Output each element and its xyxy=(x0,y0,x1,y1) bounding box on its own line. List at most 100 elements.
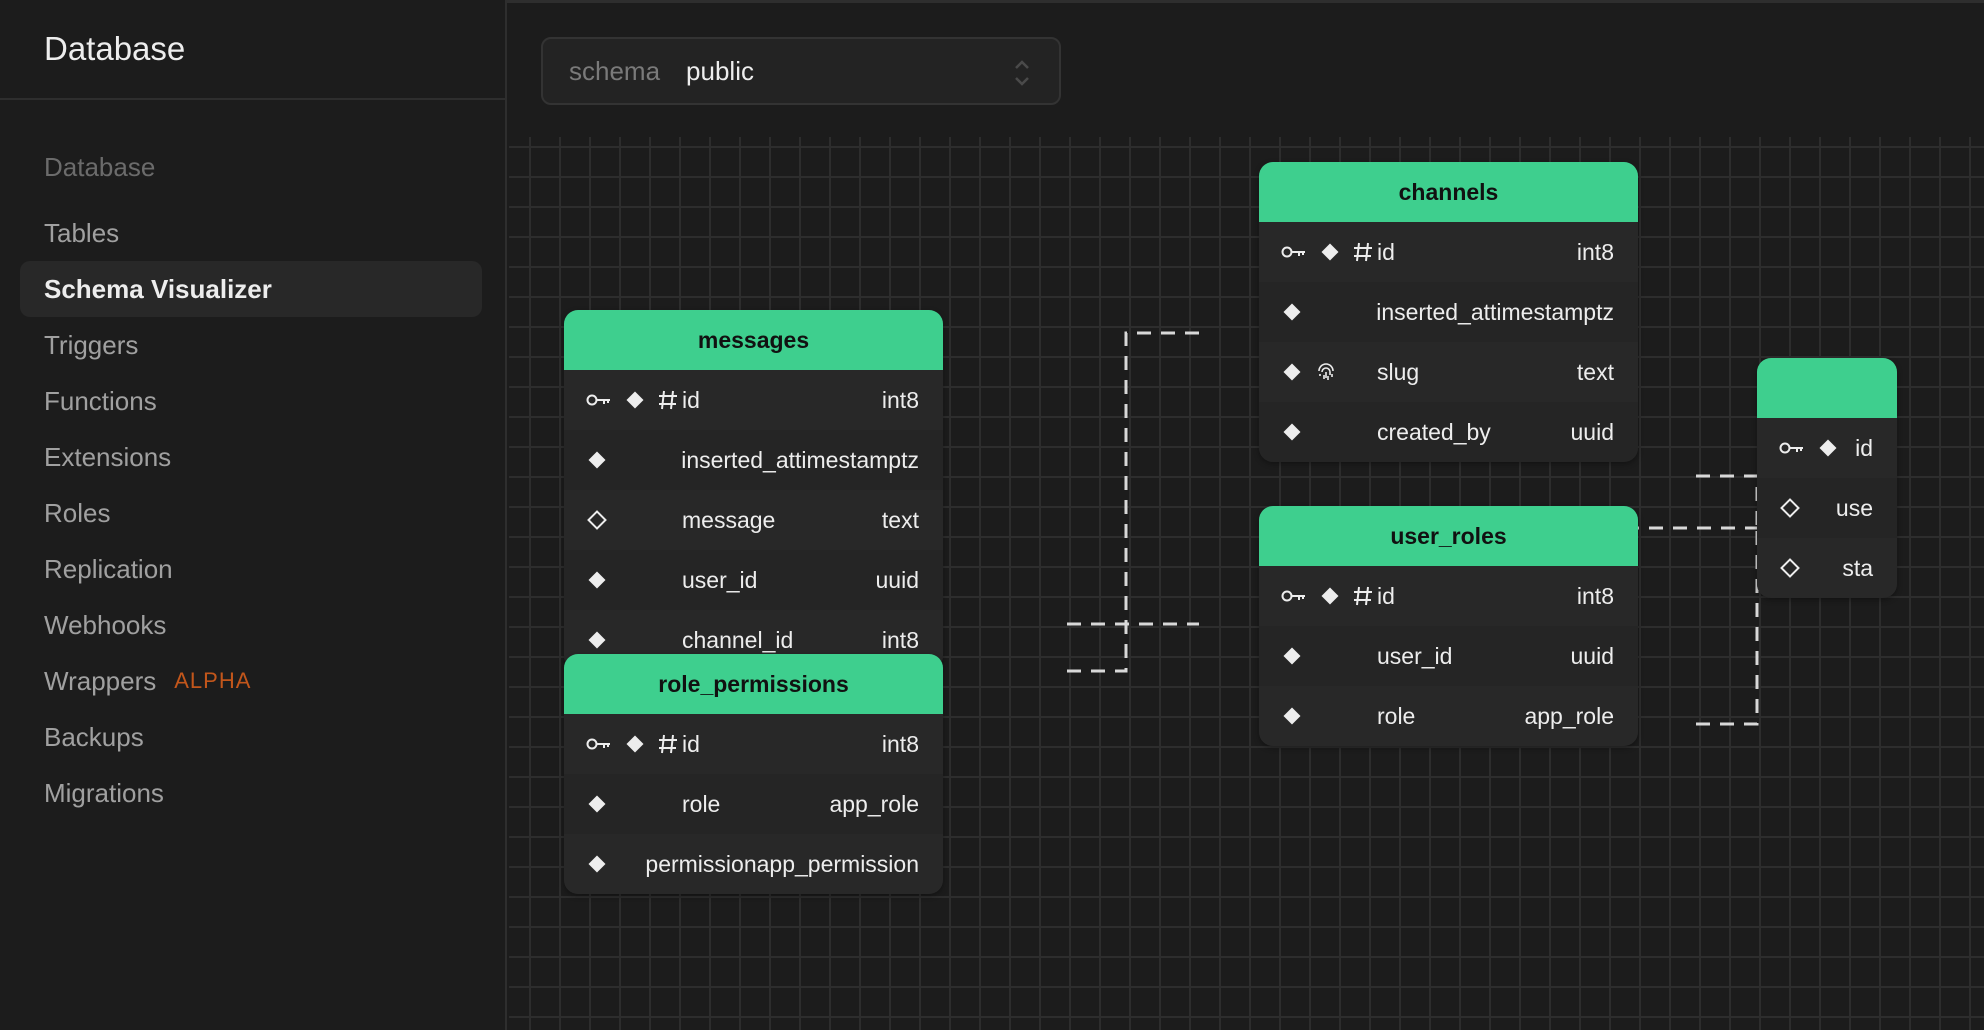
not-null-icon xyxy=(1319,241,1341,263)
column-type: int8 xyxy=(881,730,919,757)
schema-selector-label: schema xyxy=(569,55,661,86)
table-column-row: role app_role xyxy=(564,774,943,834)
not-null-icon xyxy=(586,793,608,815)
unique-icon xyxy=(1315,361,1337,383)
sidebar-item-label: Roles xyxy=(44,497,111,528)
not-null-icon xyxy=(1281,301,1303,323)
column-icons xyxy=(1259,241,1377,263)
column-name: message xyxy=(682,506,776,533)
column-icons xyxy=(564,449,681,471)
relation-messages-channel-channels xyxy=(1067,331,1199,673)
key-icon xyxy=(1779,440,1805,456)
column-type: int8 xyxy=(1576,238,1614,265)
schema-selector-value: public xyxy=(686,55,754,86)
table-header: channels xyxy=(1259,162,1638,222)
sidebar-item-schema-visualizer[interactable]: Schema Visualizer xyxy=(20,261,482,317)
column-type: timestamptz xyxy=(795,446,919,473)
column-name: slug xyxy=(1377,358,1420,385)
sidebar-item-extensions[interactable]: Extensions xyxy=(20,429,482,485)
column-icons xyxy=(564,793,682,815)
not-null-icon xyxy=(586,569,608,591)
nullable-icon xyxy=(1779,557,1801,579)
sidebar-item-label: Webhooks xyxy=(44,609,167,640)
column-name: permission xyxy=(645,850,757,877)
sidebar-item-backups[interactable]: Backups xyxy=(20,709,482,765)
sidebar-item-roles[interactable]: Roles xyxy=(20,485,482,541)
not-null-icon xyxy=(624,389,646,411)
not-null-icon xyxy=(1281,645,1303,667)
not-null-icon xyxy=(1281,361,1303,383)
table-header: role_permissions xyxy=(564,654,943,714)
column-icons xyxy=(1259,645,1377,667)
nav-section-label: Database xyxy=(44,152,156,182)
sidebar-item-migrations[interactable]: Migrations xyxy=(20,765,482,821)
table-column-row: created_by uuid xyxy=(1259,402,1638,462)
sidebar-item-label: Tables xyxy=(44,217,120,248)
column-name: id xyxy=(1377,582,1395,609)
identity-icon xyxy=(658,389,678,411)
sidebar-item-replication[interactable]: Replication xyxy=(20,541,482,597)
identity-icon xyxy=(658,733,678,755)
identity-icon xyxy=(1353,241,1373,263)
column-icons xyxy=(1259,705,1377,727)
sidebar-item-tables[interactable]: Tables xyxy=(20,205,482,261)
column-icons xyxy=(1757,557,1842,579)
column-type: text xyxy=(1576,358,1614,385)
column-icons xyxy=(564,389,682,411)
sidebar-item-triggers[interactable]: Triggers xyxy=(20,317,482,373)
sidebar-title: Database xyxy=(44,30,186,67)
schema-selector[interactable]: schema public xyxy=(541,37,1061,105)
chevron-updown-icon xyxy=(1015,60,1029,86)
column-icons xyxy=(1757,497,1836,519)
sidebar-item-functions[interactable]: Functions xyxy=(20,373,482,429)
identity-icon xyxy=(1353,585,1373,607)
not-null-icon xyxy=(586,449,608,471)
column-icons xyxy=(564,733,682,755)
column-name: user_id xyxy=(682,566,758,593)
not-null-icon xyxy=(1281,705,1303,727)
sidebar-header: Database xyxy=(0,0,505,100)
column-name: channel_id xyxy=(682,626,794,653)
column-icons xyxy=(564,629,682,651)
column-name: role xyxy=(682,790,721,817)
table-column-row: sta xyxy=(1757,538,1897,598)
column-icons xyxy=(564,853,645,875)
table-column-row: message text xyxy=(564,490,943,550)
sidebar-item-label: Extensions xyxy=(44,441,172,472)
not-null-icon xyxy=(1817,437,1839,459)
not-null-icon xyxy=(624,733,646,755)
sidebar-item-webhooks[interactable]: Webhooks xyxy=(20,597,482,653)
column-icons xyxy=(1259,361,1377,383)
column-icons xyxy=(1757,437,1855,459)
column-type: uuid xyxy=(1570,418,1614,445)
column-icons xyxy=(564,509,682,531)
column-name: created_by xyxy=(1377,418,1491,445)
not-null-icon xyxy=(586,853,608,875)
column-type: app_role xyxy=(829,790,919,817)
sidebar-item-label: Schema Visualizer xyxy=(44,273,272,304)
column-type: text xyxy=(881,506,919,533)
relation-userroles-userid-users xyxy=(1696,528,1759,726)
key-icon xyxy=(1281,244,1307,260)
column-type: int8 xyxy=(881,386,919,413)
not-null-icon xyxy=(586,629,608,651)
sidebar-item-label: Replication xyxy=(44,553,173,584)
sidebar-item-label: Wrappers xyxy=(44,665,157,696)
